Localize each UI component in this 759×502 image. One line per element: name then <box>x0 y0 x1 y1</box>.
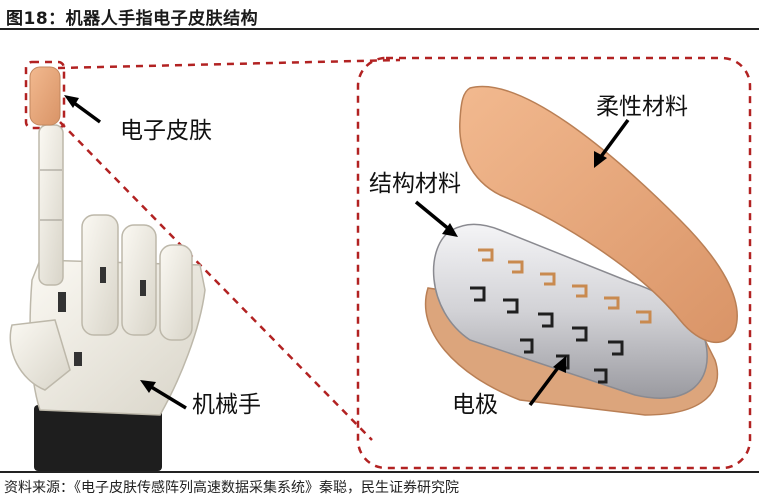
source-rule <box>0 471 759 473</box>
label-flexible-material: 柔性材料 <box>596 94 688 120</box>
title-rule <box>0 28 759 30</box>
figure-source: 资料来源：《电子皮肤传感阵列高速数据采集系统》秦聪，民生证券研究院 <box>4 480 459 496</box>
zoom-line-top <box>57 58 401 70</box>
illustration <box>9 56 752 471</box>
figure-canvas: 电子皮肤 机械手 柔性材料 结构材料 电极 <box>0 30 759 471</box>
arrow-hand <box>147 383 187 410</box>
label-electrode: 电极 <box>452 392 498 418</box>
zoom-line-bottom <box>59 121 373 441</box>
arrow-structural <box>414 200 452 232</box>
arrow-flexible <box>598 118 630 160</box>
figure-title: 图18：机器人手指电子皮肤结构 <box>6 9 259 29</box>
label-electronic-skin: 电子皮肤 <box>120 118 212 144</box>
label-structural-material: 结构材料 <box>369 171 461 197</box>
fingertip-frame <box>24 60 66 130</box>
arrow-electrode <box>528 363 562 407</box>
robot-hand <box>9 66 206 471</box>
label-robot-hand: 机械手 <box>192 392 261 418</box>
finger-structure <box>424 85 738 416</box>
